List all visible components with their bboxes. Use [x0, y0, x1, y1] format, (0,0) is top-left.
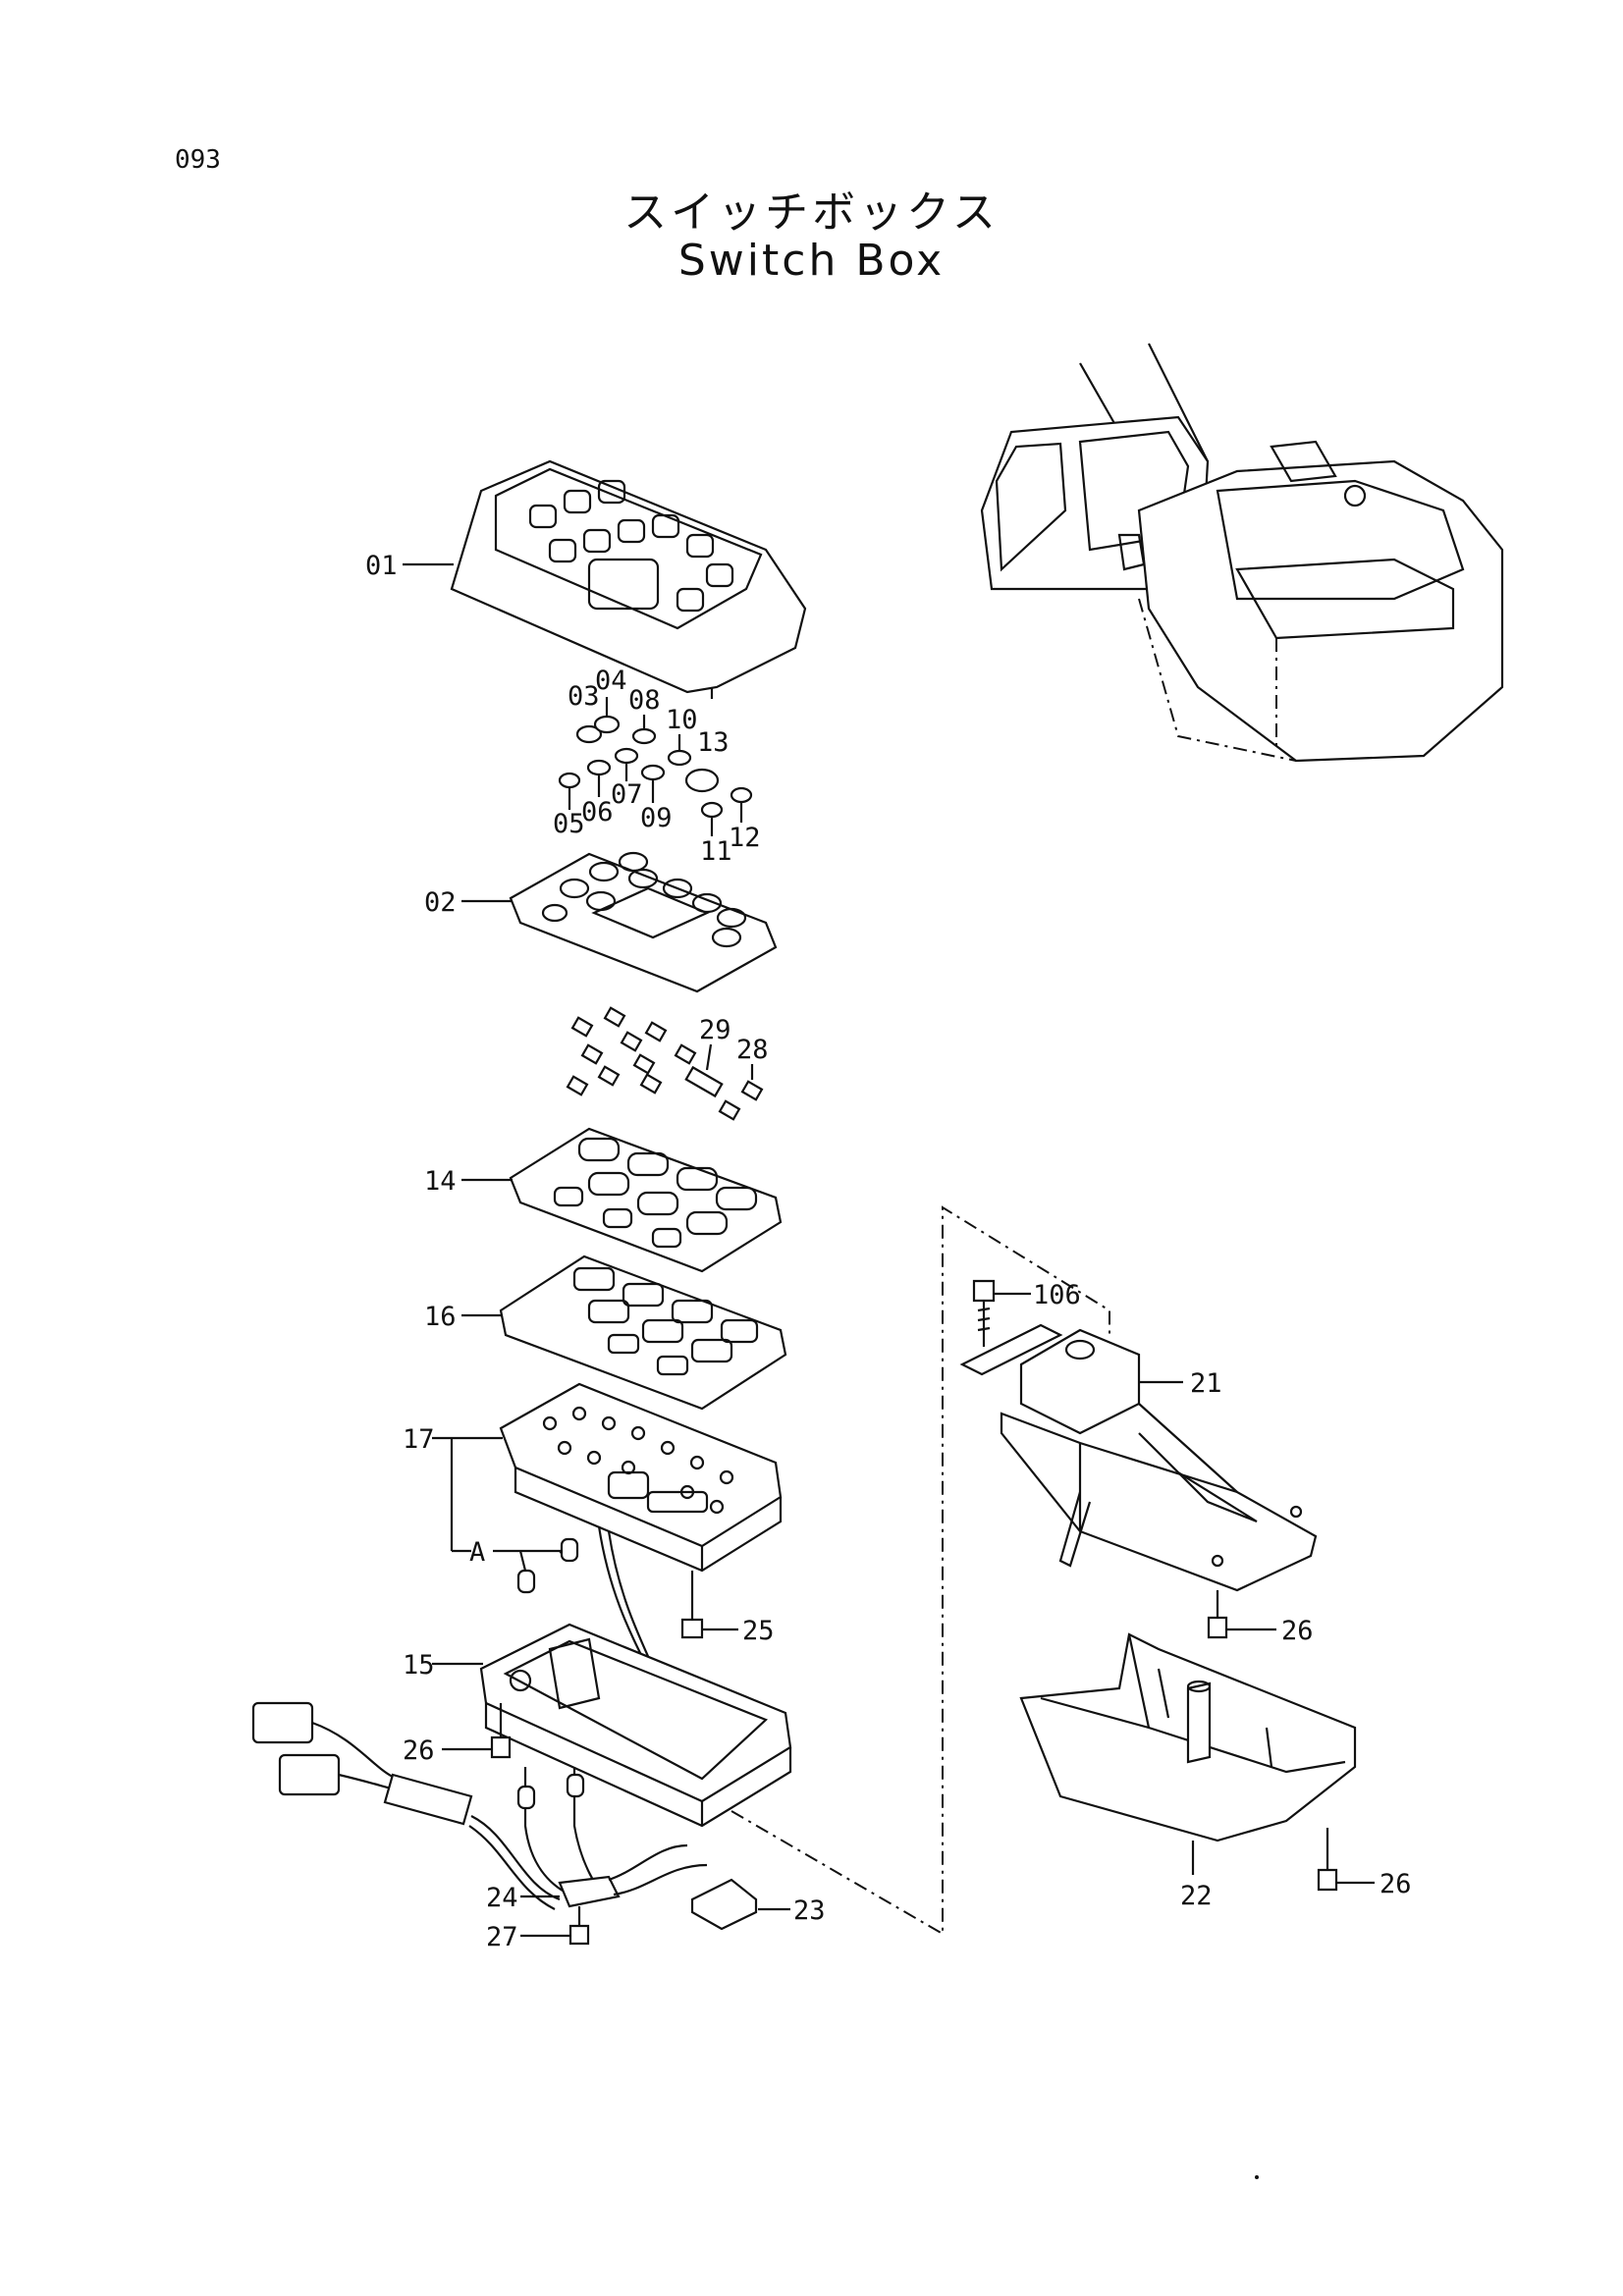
- callout-25: 25: [742, 1616, 775, 1646]
- callout-A: A: [469, 1537, 485, 1568]
- part-26-screw-middle: [1207, 1590, 1228, 1639]
- callout-05: 05: [553, 809, 585, 839]
- part-21-bracket: [959, 1323, 1318, 1592]
- part-26-screw-right: [1317, 1828, 1338, 1892]
- callout-08: 08: [628, 685, 661, 716]
- stray-dot: [1255, 2175, 1259, 2179]
- part-27-screw: [568, 1906, 590, 1946]
- callout-24: 24: [486, 1883, 518, 1913]
- part-24-harness: [251, 1701, 708, 1910]
- callout-01: 01: [365, 551, 398, 581]
- part-26-screw-left: [490, 1703, 512, 1759]
- title-english: Switch Box: [677, 236, 946, 286]
- callout-17: 17: [403, 1424, 435, 1455]
- part-16-spacer: [499, 1255, 787, 1411]
- callout-26-left: 26: [403, 1735, 435, 1766]
- bulbs: [516, 1537, 579, 1594]
- callout-03: 03: [568, 681, 600, 712]
- callout-10: 10: [666, 705, 698, 735]
- callout-27: 27: [486, 1922, 518, 1952]
- part-17-circuit-board: [499, 1382, 783, 1675]
- callout-14: 14: [424, 1166, 457, 1197]
- callout-15: 15: [403, 1650, 435, 1681]
- callout-26-middle: 26: [1281, 1616, 1314, 1646]
- part-106-bolt: [972, 1279, 996, 1347]
- callout-02: 02: [424, 887, 457, 918]
- callout-06: 06: [581, 797, 614, 828]
- small-caps-28-29: [566, 1006, 764, 1121]
- callout-29: 29: [699, 1015, 731, 1045]
- part-01-cover: [450, 459, 807, 699]
- part-15-case: [479, 1623, 792, 1828]
- callout-28: 28: [736, 1035, 769, 1065]
- part-02-rubber-pad: [509, 851, 778, 993]
- callout-04: 04: [595, 666, 627, 696]
- excavator-overview-drawing: [980, 343, 1504, 763]
- part-22-cover: [1019, 1632, 1357, 1842]
- part-25-screw: [680, 1571, 704, 1639]
- part-14-sheet: [509, 1127, 783, 1273]
- switch-knobs-03-to-13: [558, 715, 753, 819]
- callout-12: 12: [729, 823, 761, 853]
- callout-106: 106: [1033, 1280, 1081, 1310]
- callout-16: 16: [424, 1302, 457, 1332]
- callout-11: 11: [700, 836, 732, 867]
- page-number: 093: [175, 145, 221, 175]
- callout-07: 07: [611, 779, 643, 810]
- callout-13: 13: [697, 727, 730, 758]
- callout-09: 09: [640, 803, 673, 833]
- callout-21: 21: [1190, 1368, 1222, 1399]
- callout-23: 23: [793, 1896, 826, 1926]
- callout-26-right: 26: [1380, 1869, 1412, 1899]
- part-23-grommet: [690, 1878, 758, 1931]
- title-japanese: スイッチボックス: [623, 187, 1000, 238]
- callout-22: 22: [1180, 1881, 1213, 1911]
